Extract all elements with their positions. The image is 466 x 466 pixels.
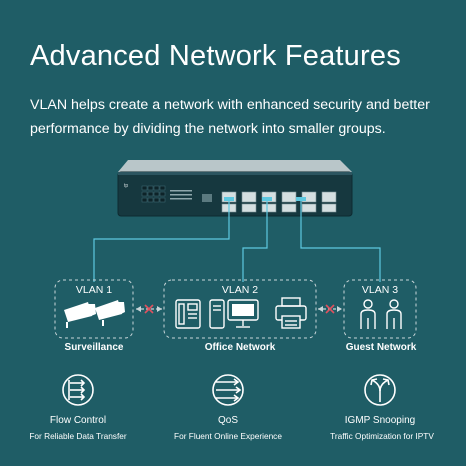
feature-title-igmp: IGMP Snooping [344, 415, 416, 426]
feature-subtitle-igmp: Traffic Optimization for IPTV [330, 431, 434, 441]
feature-title-flow-control: Flow Control [49, 415, 107, 426]
vlan-links [93, 201, 381, 282]
blocked-connection-2 [318, 304, 342, 314]
igmp-snooping-icon [364, 374, 396, 406]
vlan3-label: VLAN 3 [361, 284, 399, 296]
vlan1-box [54, 279, 134, 339]
qos-icon [212, 374, 244, 406]
brand-logo-icon: tp [124, 183, 128, 189]
page-title: Advanced Network Features [30, 40, 401, 72]
flow-control-icon [62, 374, 94, 406]
blocked-connection-1 [136, 304, 162, 314]
vlan3-box [343, 279, 417, 339]
group-name-office: Office Network [204, 342, 276, 353]
vlan2-label: VLAN 2 [221, 284, 259, 296]
group-name-surveillance: Surveillance [64, 342, 124, 353]
feature-subtitle-flow-control: For Reliable Data Transfer [29, 431, 127, 441]
desk-phone-icon [175, 299, 201, 329]
desktop-computer-icon [209, 299, 259, 329]
camera-icon [64, 300, 125, 328]
vlan2-box [163, 279, 317, 339]
page-description: VLAN helps create a network with enhance… [30, 97, 430, 137]
vlan1-label: VLAN 1 [75, 284, 113, 296]
feature-title-qos: QoS [217, 415, 238, 426]
feature-subtitle-qos: For Fluent Online Experience [174, 431, 282, 441]
group-name-guest: Guest Network [345, 342, 417, 353]
network-switch: tp [117, 160, 353, 217]
printer-icon [275, 297, 307, 329]
guest-user-icon [360, 299, 402, 329]
